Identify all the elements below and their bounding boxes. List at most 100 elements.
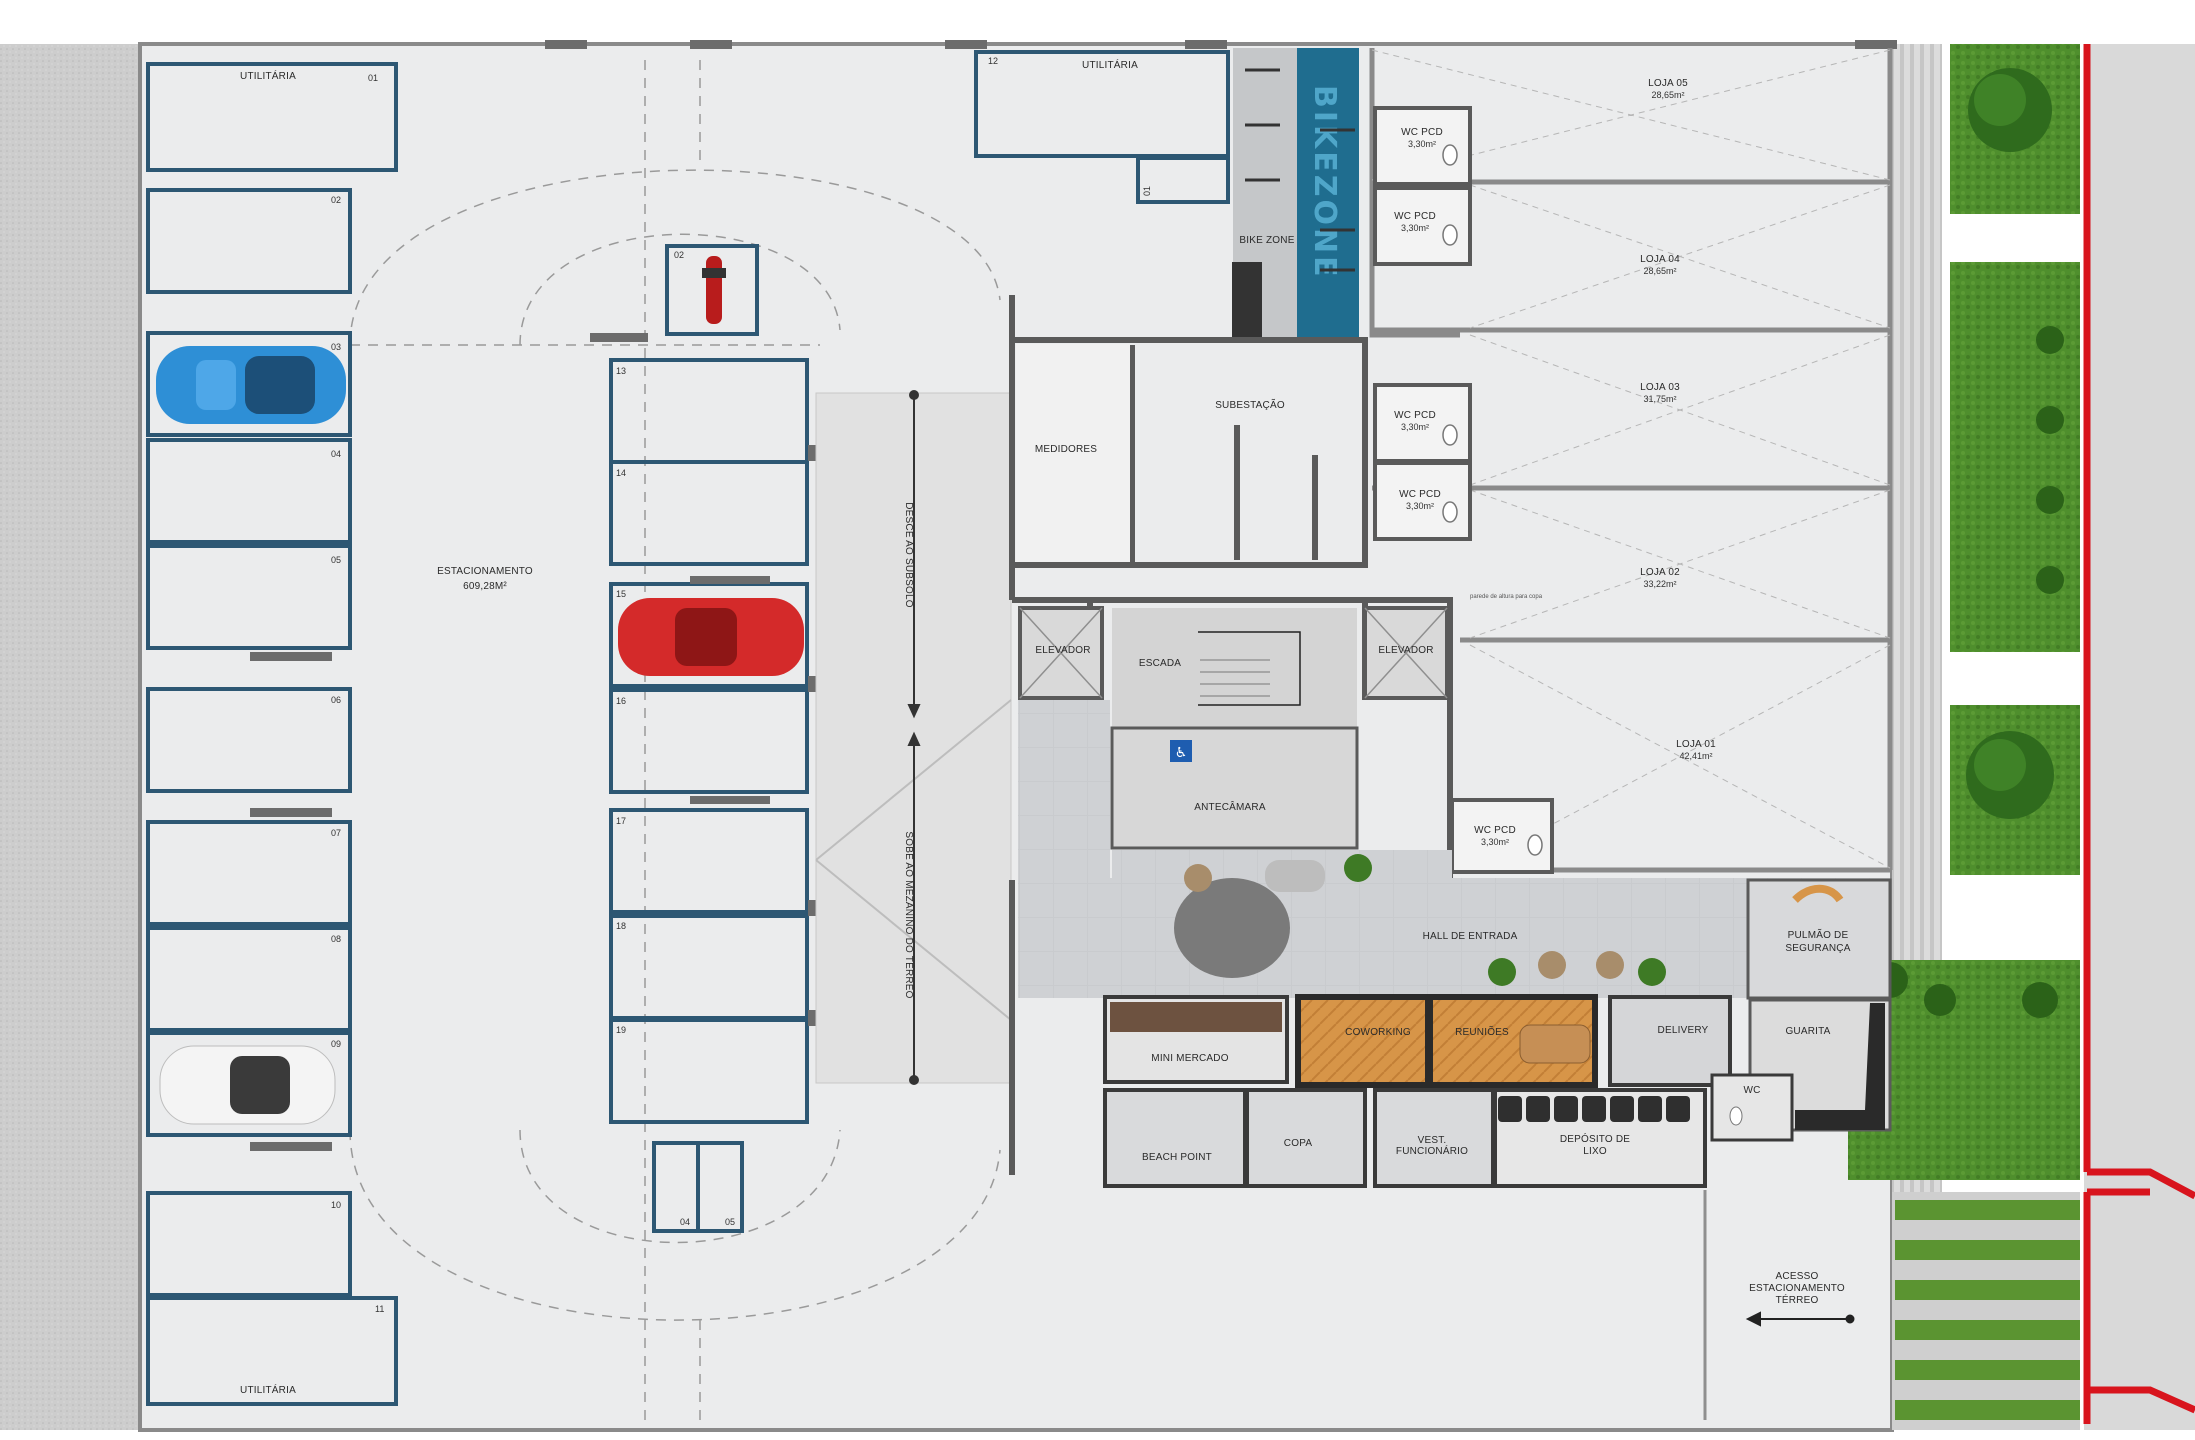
car-icon bbox=[159, 1045, 336, 1125]
car-icon bbox=[156, 346, 346, 424]
antecamara bbox=[1110, 726, 1359, 850]
plan-label: SEGURANÇA bbox=[1785, 943, 1850, 954]
plan-label: 31,75m² bbox=[1643, 394, 1676, 404]
wc-pcd-rooms bbox=[1373, 106, 1554, 874]
plan-label: 33,22m² bbox=[1643, 579, 1676, 589]
coworking bbox=[1295, 994, 1431, 1088]
spot-numbers-left: 01 02 03 04 05 06 07 08 09 10 11 bbox=[331, 73, 384, 1314]
armchair-icon bbox=[1184, 864, 1624, 979]
medidores-label: MEDIDORES bbox=[1035, 444, 1097, 455]
maneuver-guides bbox=[349, 60, 1001, 1420]
plan-label: DEPÓSITO DE bbox=[1560, 1132, 1630, 1145]
bike-zone-label: BIKE ZONE bbox=[1239, 235, 1294, 246]
moto-spot-05 bbox=[696, 1141, 744, 1233]
rug bbox=[1174, 878, 1290, 978]
parking-spot-04 bbox=[146, 438, 352, 544]
plan-label: 15 bbox=[616, 589, 626, 599]
plan-label: WC PCD bbox=[1394, 410, 1436, 421]
parking-spot-16 bbox=[609, 688, 809, 794]
plan-label: MINI MERCADO bbox=[1151, 1053, 1228, 1064]
vest-funcionario bbox=[1373, 1088, 1495, 1188]
plan-label: LIXO bbox=[1583, 1146, 1607, 1157]
plan-label: LOJA 03 bbox=[1640, 382, 1680, 393]
parking-spot-02 bbox=[146, 188, 352, 294]
plan-label: 12 bbox=[988, 56, 998, 66]
garden-stripes bbox=[1892, 1192, 2080, 1430]
plan-label: GUARITA bbox=[1785, 1026, 1830, 1037]
accessible-icon bbox=[1170, 740, 1192, 762]
center-parking-block bbox=[609, 244, 809, 1233]
parking-spot-14 bbox=[609, 460, 809, 566]
lawn-2 bbox=[1950, 262, 2080, 652]
loja-labels: LOJA 05 28,65m² LOJA 04 28,65m² LOJA 03 … bbox=[1640, 78, 1716, 761]
parking-spot-19 bbox=[609, 1018, 809, 1124]
utilitaria-label-bottom: UTILITÁRIA bbox=[240, 1383, 296, 1396]
utility-spot-12b bbox=[1136, 156, 1230, 204]
elevador-left-label: ELEVADOR bbox=[1035, 645, 1090, 656]
plan-label: 04 bbox=[331, 449, 341, 459]
bicycle-icon bbox=[1245, 68, 1355, 272]
plan-label: 08 bbox=[331, 934, 341, 944]
plan-label: 3,30m² bbox=[1401, 223, 1429, 233]
plan-label: WC PCD bbox=[1394, 211, 1436, 222]
spot-numbers-center: 02 13 14 15 16 17 18 19 04 05 bbox=[616, 250, 735, 1227]
plan-label: LOJA 02 bbox=[1640, 567, 1680, 578]
plan-label: 01 bbox=[1142, 186, 1152, 196]
plan-label: ESTACIONAMENTO bbox=[1749, 1283, 1845, 1294]
plan-label: 13 bbox=[616, 366, 626, 376]
plan-label: LOJA 05 bbox=[1648, 78, 1688, 89]
parking-spot-10 bbox=[146, 1191, 352, 1297]
plan-label: WC PCD bbox=[1401, 127, 1443, 138]
plan-label: REUNIÕES bbox=[1455, 1025, 1509, 1038]
hall-de-entrada bbox=[1018, 878, 1890, 998]
plan-label: 07 bbox=[331, 828, 341, 838]
copa bbox=[1245, 1088, 1367, 1188]
plan-label: 3,30m² bbox=[1406, 501, 1434, 511]
stairs bbox=[1200, 659, 1270, 697]
antecamara-label: ANTECÂMARA bbox=[1194, 800, 1266, 813]
left-gravel-strip bbox=[0, 44, 140, 1430]
plan-label: FUNCIONÁRIO bbox=[1396, 1144, 1468, 1157]
sobe-mezanino-label: SOBE AO MEZANINO DO TÉRREO bbox=[903, 831, 916, 998]
plan-label: LOJA 04 bbox=[1640, 254, 1680, 265]
parking-spot-03 bbox=[146, 331, 352, 437]
plan-label: 3,30m² bbox=[1401, 422, 1429, 432]
red-curb bbox=[2083, 44, 2195, 1424]
estacionamento-label: ESTACIONAMENTO bbox=[437, 566, 533, 577]
utility-spot-01 bbox=[146, 62, 398, 172]
plan-label: TÉRREO bbox=[1776, 1293, 1819, 1306]
hall-label: HALL DE ENTRADA bbox=[1423, 931, 1518, 942]
delivery bbox=[1608, 995, 1732, 1087]
parking-spot-09 bbox=[146, 1031, 352, 1137]
tree-icon bbox=[1872, 68, 2064, 1018]
parking-spot-08 bbox=[146, 926, 352, 1032]
utility-spot-12 bbox=[974, 50, 1230, 158]
plan-label: PULMÃO DE bbox=[1788, 928, 1849, 941]
sidewalk bbox=[2084, 44, 2195, 1430]
direction-arrow-icon bbox=[907, 390, 921, 1085]
plan-label: 10 bbox=[331, 1200, 341, 1210]
plan-label: WC PCD bbox=[1474, 825, 1516, 836]
plan-label: LOJA 01 bbox=[1676, 739, 1716, 750]
wc-guarita bbox=[1710, 1073, 1794, 1142]
direction-arrow-icon bbox=[1745, 1311, 1855, 1327]
plan-label: 03 bbox=[331, 342, 341, 352]
sofa bbox=[1265, 860, 1325, 892]
plan-label: 3,30m² bbox=[1481, 837, 1509, 847]
elevador-right-label: ELEVADOR bbox=[1378, 645, 1433, 656]
parking-spot-05 bbox=[146, 544, 352, 650]
center-wheel-stops bbox=[690, 445, 816, 1026]
plan-label: 06 bbox=[331, 695, 341, 705]
escada-label: ESCADA bbox=[1139, 658, 1181, 669]
plan-label: 3,30m² bbox=[1408, 139, 1436, 149]
plan-label: 28,65m² bbox=[1651, 90, 1684, 100]
car-icon bbox=[618, 598, 804, 676]
plan-label: VEST. bbox=[1418, 1135, 1447, 1146]
plan-label: 01 bbox=[368, 73, 378, 83]
utility-spot-11 bbox=[146, 1296, 398, 1406]
plan-label: 17 bbox=[616, 816, 626, 826]
toilet-icon bbox=[1442, 144, 1543, 856]
plan-label: DELIVERY bbox=[1658, 1025, 1709, 1036]
hall-left-strip bbox=[1018, 700, 1110, 990]
